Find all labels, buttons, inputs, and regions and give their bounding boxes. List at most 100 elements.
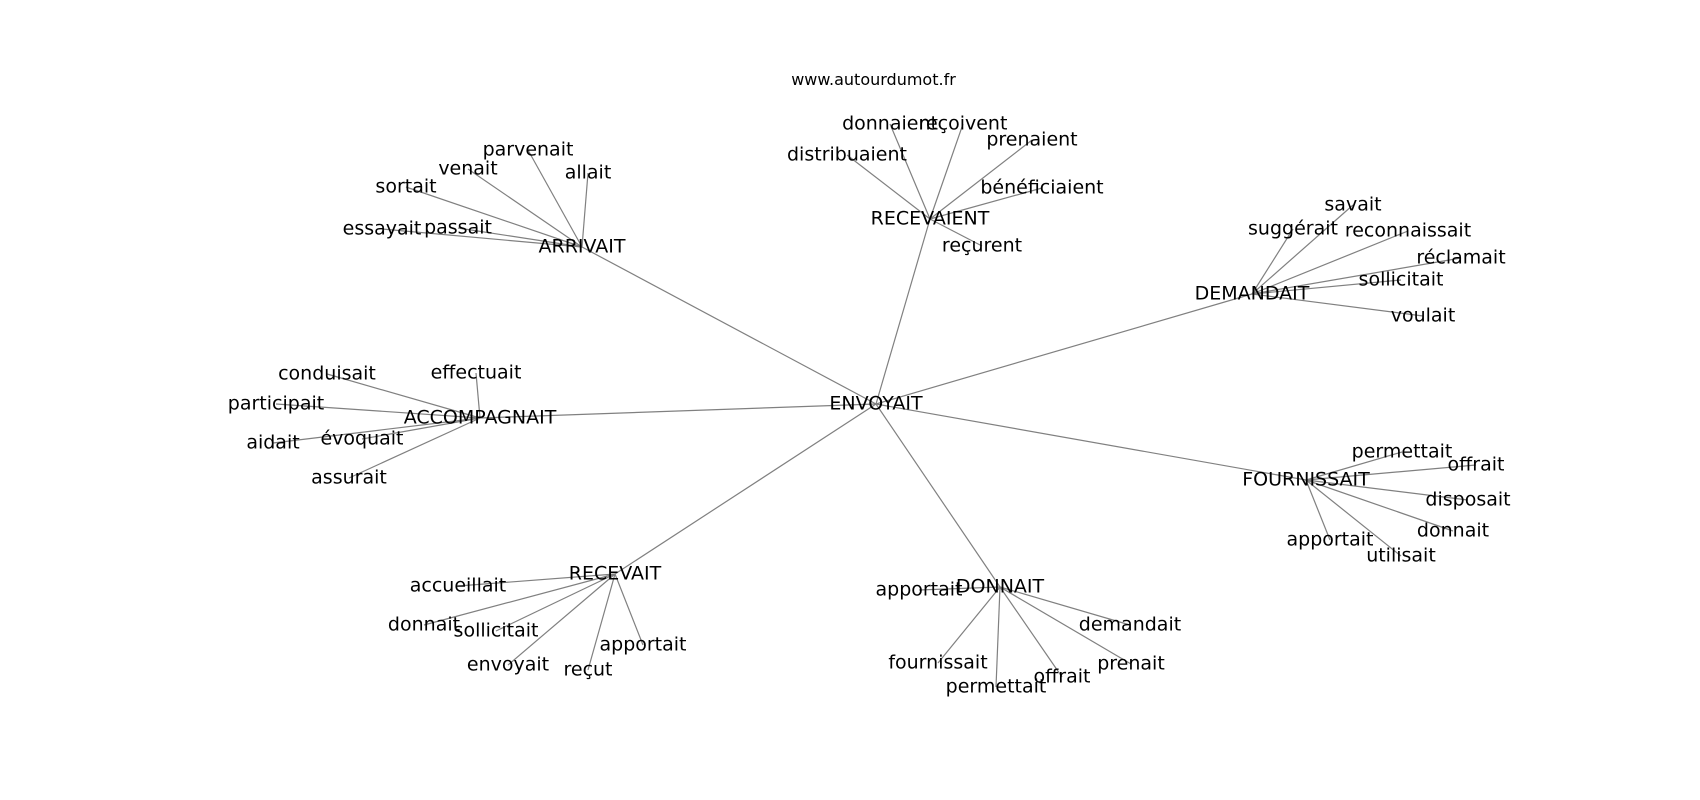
edge-accompagnait-aidait	[272, 417, 481, 444]
word-node-donnait[interactable]: donnait	[1417, 520, 1489, 542]
word-node-donnaient[interactable]: donnaient	[842, 113, 938, 135]
edge-center-arrivait	[581, 246, 877, 405]
edge-donnait-apportait	[918, 586, 1001, 591]
hub-node-fournissait[interactable]: FOURNISSAIT	[1242, 469, 1370, 491]
edge-center-recevait	[614, 403, 877, 575]
word-node-reconnaissait[interactable]: reconnaissait	[1345, 220, 1471, 242]
word-node-envoyait[interactable]: envoyait	[467, 654, 549, 676]
word-node-permettait[interactable]: permettait	[1352, 441, 1453, 463]
word-node-evoquait[interactable]: évoquait	[320, 428, 403, 450]
edge-fournissait-disposait	[1305, 479, 1469, 501]
edge-fournissait-utilisait	[1305, 479, 1402, 557]
edge-fournissait-offrait	[1305, 464, 1477, 481]
edge-center-demandait	[875, 293, 1253, 405]
hub-node-arrivait[interactable]: ARRIVAIT	[539, 236, 626, 258]
edge-arrivait-venait	[467, 168, 583, 248]
edge-demandait-suggerait	[1251, 228, 1294, 295]
edge-center-fournissait	[875, 403, 1307, 481]
edge-recevait-sollicitait	[495, 573, 616, 632]
edge-recevait-donnait	[423, 573, 616, 626]
edge-recevaient-donnaient	[889, 123, 931, 220]
word-node-savait[interactable]: savait	[1324, 194, 1381, 216]
edge-recevait-apportait	[614, 573, 644, 646]
word-node-accueillait[interactable]: accueillait	[410, 575, 506, 597]
edge-recevaient-beneficiaient	[929, 187, 1043, 220]
edge-donnait-demandait	[999, 586, 1131, 626]
edge-donnait-prenait	[999, 586, 1132, 665]
edge-demandait-sollicitait	[1251, 279, 1402, 295]
word-node-offrait[interactable]: offrait	[1034, 666, 1091, 688]
edge-fournissait-donnait	[1305, 479, 1454, 532]
edge-recevait-recut	[587, 573, 616, 671]
hub-node-recevaient[interactable]: RECEVAIENT	[871, 208, 990, 230]
word-node-aidait[interactable]: aidait	[246, 432, 299, 454]
word-node-passait[interactable]: passait	[424, 217, 492, 239]
word-node-beneficiaient[interactable]: bénéficiaient	[980, 177, 1103, 199]
word-node-fournissait[interactable]: fournissait	[888, 652, 987, 674]
edge-recevaient-recurent	[929, 218, 983, 247]
word-node-utilisait[interactable]: utilisait	[1366, 545, 1436, 567]
word-node-parvenait[interactable]: parvenait	[483, 139, 574, 161]
word-node-permettait[interactable]: permettait	[946, 676, 1047, 698]
word-node-participait[interactable]: participait	[228, 393, 324, 415]
edge-accompagnait-conduisait	[326, 373, 481, 419]
word-node-essayait[interactable]: essayait	[343, 218, 422, 240]
word-node-demandait[interactable]: demandait	[1079, 614, 1181, 636]
edge-center-accompagnait	[479, 403, 877, 419]
word-node-reclamait[interactable]: réclamait	[1416, 247, 1505, 269]
edge-recevait-accueillait	[457, 573, 616, 587]
word-node-apportait[interactable]: apportait	[875, 579, 962, 601]
word-node-distribuaient[interactable]: distribuaient	[787, 144, 907, 166]
center-word-node[interactable]: ENVOYAIT	[829, 393, 923, 415]
edge-accompagnait-participait	[275, 403, 481, 419]
edge-arrivait-sortait	[405, 186, 583, 248]
word-node-prenaient[interactable]: prenaient	[986, 129, 1077, 151]
edge-accompagnait-evoquait	[361, 417, 481, 440]
edge-recevaient-prenaient	[929, 139, 1033, 220]
hub-node-demandait[interactable]: DEMANDAIT	[1195, 283, 1310, 305]
word-node-donnait[interactable]: donnait	[388, 614, 460, 636]
edge-donnait-fournissait	[937, 586, 1001, 664]
hub-node-recevait[interactable]: RECEVAIT	[569, 563, 662, 585]
edge-center-recevaient	[875, 218, 931, 405]
edge-accompagnait-effectuait	[475, 372, 481, 419]
edge-donnait-offrait	[999, 586, 1063, 678]
edge-accompagnait-assurait	[348, 417, 481, 479]
edge-demandait-voulait	[1251, 293, 1424, 317]
word-node-sollicitait[interactable]: sollicitait	[1359, 269, 1444, 291]
labels-layer: ENVOYAIT ARRIVAIT sortaitvenaitparvenaital…	[228, 113, 1511, 698]
word-node-offrait[interactable]: offrait	[1448, 454, 1505, 476]
edge-fournissait-apportait	[1305, 479, 1331, 541]
edge-arrivait-allait	[581, 172, 589, 248]
edge-recevait-envoyait	[507, 573, 616, 666]
word-node-effectuait[interactable]: effectuait	[431, 362, 522, 384]
word-node-apportait[interactable]: apportait	[599, 634, 686, 656]
edge-recevaient-recoivent	[929, 123, 964, 220]
edge-arrivait-parvenait	[527, 149, 583, 248]
word-node-recoivent[interactable]: reçoivent	[919, 113, 1008, 135]
edge-donnait-permettait	[995, 586, 1001, 688]
word-node-conduisait[interactable]: conduisait	[278, 363, 376, 385]
edge-demandait-savait	[1251, 204, 1354, 295]
edge-arrivait-passait	[457, 227, 583, 248]
word-node-sortait[interactable]: sortait	[375, 176, 436, 198]
word-node-disposait[interactable]: disposait	[1425, 489, 1510, 511]
hub-node-donnait[interactable]: DONNAIT	[956, 576, 1045, 598]
site-url: www.autourdumot.fr	[791, 70, 956, 89]
edge-arrivait-essayait	[381, 228, 583, 248]
word-node-assurait[interactable]: assurait	[311, 467, 387, 489]
word-node-recut[interactable]: reçut	[563, 659, 612, 681]
word-node-recurent[interactable]: reçurent	[942, 235, 1022, 257]
word-node-apportait[interactable]: apportait	[1286, 529, 1373, 551]
word-node-venait[interactable]: venait	[438, 158, 497, 180]
edge-demandait-reclamait	[1251, 257, 1462, 295]
word-node-prenait[interactable]: prenait	[1097, 653, 1165, 675]
word-node-allait[interactable]: allait	[565, 162, 612, 184]
word-node-suggerait[interactable]: suggérait	[1248, 218, 1338, 240]
edge-demandait-reconnaissait	[1251, 230, 1409, 295]
word-node-sollicitait[interactable]: sollicitait	[454, 620, 539, 642]
word-node-voulait[interactable]: voulait	[1391, 305, 1456, 327]
hub-node-accompagnait[interactable]: ACCOMPAGNAIT	[404, 407, 557, 429]
